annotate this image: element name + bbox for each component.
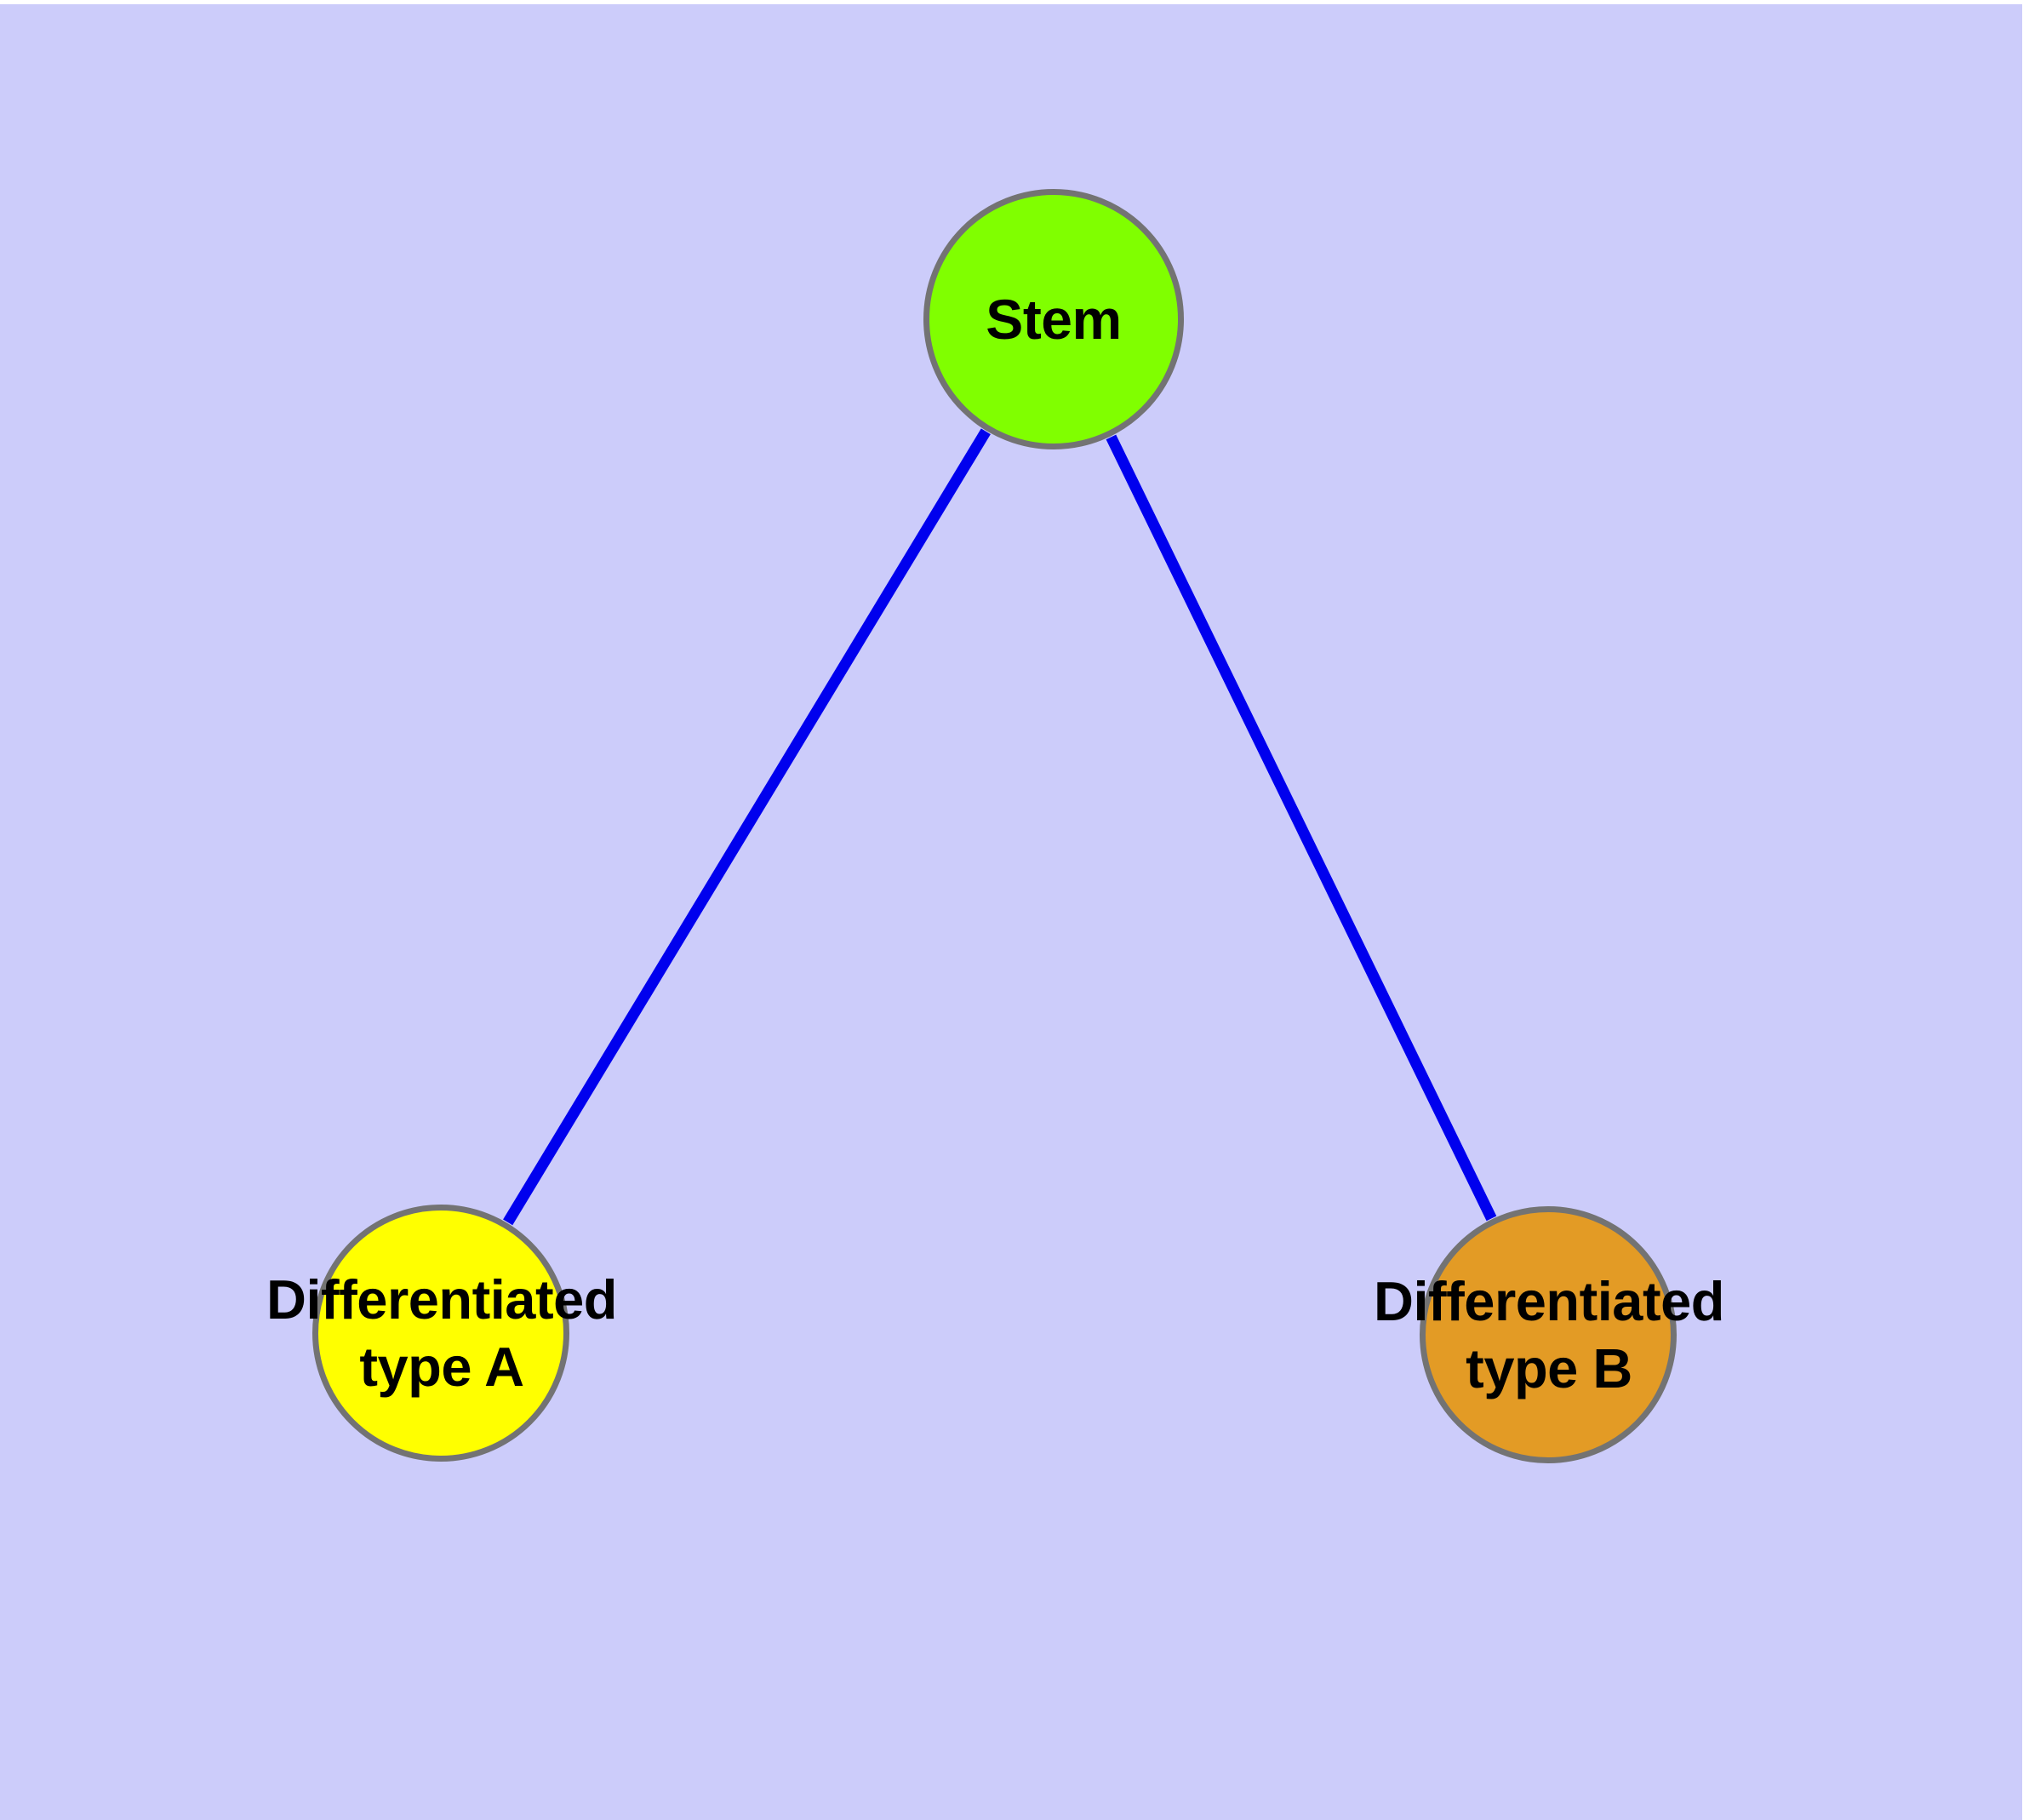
edge-layer: [503, 428, 1497, 1226]
node-differentiated-type-b[interactable]: [1420, 1206, 1677, 1463]
node-stem[interactable]: [923, 189, 1184, 449]
graph-canvas: Stem Differentiated type A Differentiate…: [0, 4, 2022, 1820]
node-stem-label: Stem: [986, 287, 1122, 351]
node-differentiated-type-a-label: Differentiated type A: [266, 1268, 617, 1398]
edge-stem-to-differentiated-type-b: [1106, 434, 1497, 1222]
edge-stem-to-differentiated-type-a: [503, 428, 991, 1226]
node-differentiated-type-b-label: Differentiated type B: [1374, 1269, 1724, 1399]
node-differentiated-type-a[interactable]: [312, 1205, 569, 1462]
